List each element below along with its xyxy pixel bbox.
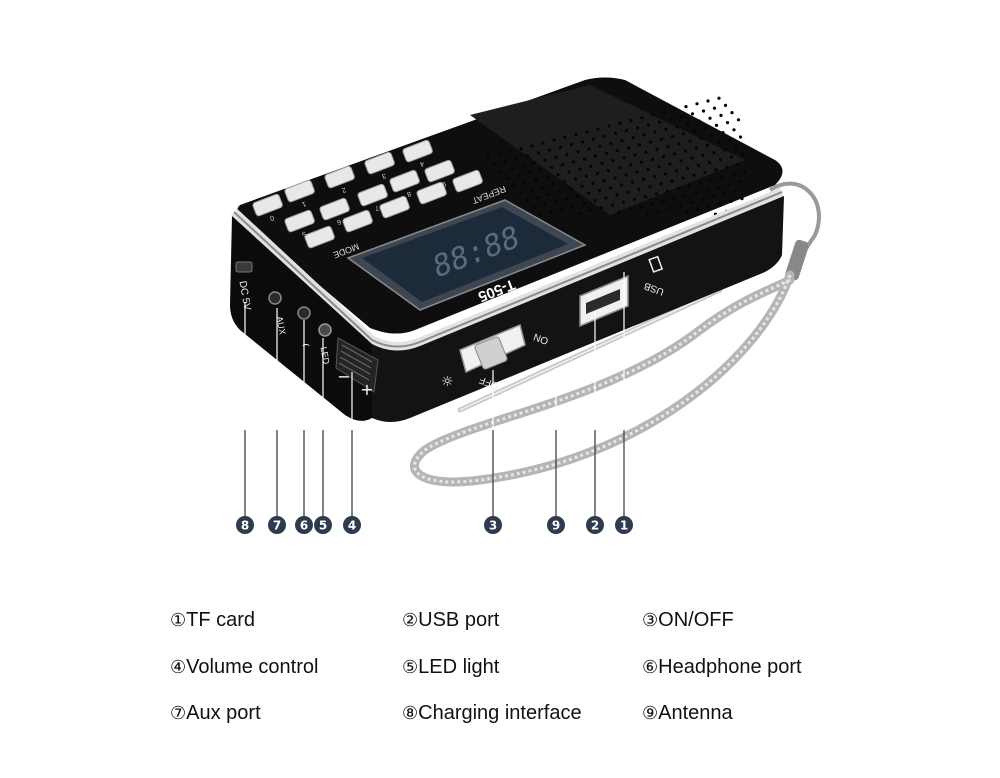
legend-item: ⑨Antenna [642,702,733,725]
legend-item: ②USB port [402,609,499,632]
legend-item: ④Volume control [170,656,318,679]
keypad-button [304,225,335,249]
aux-label: AUX [274,315,287,335]
keypad-button: 6 [319,197,350,226]
legend-text: Charging interface [418,702,582,724]
callout-number: 7 [273,519,281,533]
callout-number: 3 [489,519,497,533]
legend-item: ⑤LED light [402,656,499,679]
keypad-button: 1 [284,179,315,208]
legend-item: ③ON/OFF [642,609,734,632]
callout-number: 4 [348,519,356,533]
keypad-button [379,195,410,219]
keypad-digit: 6 [336,218,342,226]
keypad-button [342,209,373,233]
callout-number: 9 [552,519,560,533]
power-switch: ☼ [441,323,526,390]
callout-badge: 2 [586,516,604,534]
speaker-grille [486,96,747,217]
legend-text: LED light [418,656,500,678]
legend-number: ② [402,610,419,631]
led-light [318,323,332,337]
legend-text: Volume control [186,656,319,678]
keypad-button: 5 [284,209,315,238]
callout-badge: 8 [236,516,254,534]
legend-item: ①TF card [170,609,255,632]
svg-text:⌢: ⌢ [302,337,310,351]
keypad: 0 1 2 3 4 5 6 7 8 9 [252,139,483,249]
legend-number: ⑤ [402,657,419,678]
keypad-digit: 1 [301,200,307,208]
legend-text: ON/OFF [658,609,734,631]
lcd-display: 88:88 T-505 [346,199,587,311]
headphone-port: ⌢ [297,306,311,351]
callout-number: 5 [319,519,327,533]
legend-number: ⑥ [642,657,659,678]
callout-number: 8 [241,519,249,533]
keypad-digit: 5 [301,230,307,238]
legend-number: ⑦ [170,703,187,724]
keypad-digit: 8 [406,190,412,198]
svg-text:+: + [360,380,373,399]
dc-port [235,261,253,273]
keypad-button [452,169,483,193]
keypad-button [416,181,447,205]
legend-text: Headphone port [658,656,802,678]
legend-text: TF card [186,609,256,631]
keypad-digit: 2 [341,186,347,194]
keypad-digit: 7 [374,204,380,212]
volume-wheel: − + [335,337,379,399]
aux-port [268,291,282,305]
legend-number: ⑧ [402,703,419,724]
keypad-button: 9 [424,159,455,188]
keypad-digit: 0 [269,214,275,222]
callout-leaders [244,272,625,516]
callout-badge: 7 [268,516,286,534]
keypad-digit: 4 [419,160,425,168]
callout-number: 6 [300,519,308,533]
keypad-button: 3 [364,151,395,180]
legend-item: ⑧Charging interface [402,702,582,725]
wrist-strap [410,181,821,487]
legend-number: ③ [642,610,659,631]
keypad-button: 4 [402,139,433,168]
callout-badge: 4 [343,516,361,534]
dc-label: DC 5V [236,280,252,311]
legend-number: ① [170,610,187,631]
callout-badge: 3 [484,516,502,534]
callout-number: 2 [591,519,599,533]
antenna [457,287,723,413]
keypad-button: 8 [389,169,420,198]
led-label: LED [319,346,332,365]
tf-card-slot [648,255,664,273]
callout-badge: 6 [295,516,313,534]
legend-number: ④ [170,657,187,678]
legend-text: Aux port [186,702,261,724]
keypad-button: 0 [252,193,283,222]
on-label: ON [532,331,550,346]
keypad-digit: 3 [381,172,387,180]
keypad-digit: 9 [441,180,447,188]
keypad-button: 2 [324,165,355,194]
legend-item: ⑥Headphone port [642,656,802,679]
legend-number: ⑨ [642,703,659,724]
legend-text: USB port [418,609,500,631]
legend-item: ⑦Aux port [170,702,261,725]
svg-text:−: − [337,367,350,386]
callout-badge: 9 [547,516,565,534]
callout-number: 1 [620,519,628,533]
legend-text: Antenna [658,702,733,724]
usb-port [579,274,629,328]
callout-badge: 1 [615,516,633,534]
svg-text:☼: ☼ [441,374,454,390]
callout-badge: 5 [314,516,332,534]
keypad-button: 7 [357,183,388,212]
